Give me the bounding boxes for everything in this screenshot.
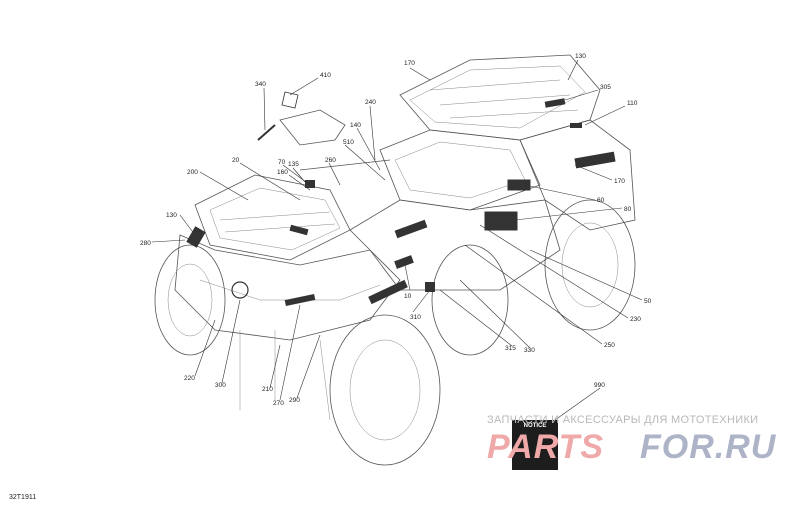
decal-410 xyxy=(281,91,299,109)
callout-200-top: 200 xyxy=(187,169,198,176)
callout-160: 160 xyxy=(277,169,288,176)
callout-240: 240 xyxy=(365,99,376,106)
callout-300: 300 xyxy=(215,382,226,389)
callout-305: 305 xyxy=(600,84,611,91)
callout-290: 290 xyxy=(289,397,300,404)
callout-310: 310 xyxy=(410,314,421,321)
decal-160 xyxy=(305,180,315,188)
decal-340 xyxy=(257,124,276,141)
decal-brand xyxy=(368,279,408,305)
callouts: 130 170 305 110 340 410 240 140 510 20 7… xyxy=(140,53,652,407)
callout-80: 80 xyxy=(624,206,632,213)
callout-280: 280 xyxy=(140,240,151,247)
notice-decal-label: NOTICE xyxy=(523,423,547,429)
decal-130 xyxy=(186,226,206,248)
callout-130-left: 130 xyxy=(166,212,177,219)
callout-210: 210 xyxy=(262,386,273,393)
decal-170 xyxy=(574,151,616,169)
decal-80 xyxy=(484,211,518,231)
decal-side-graphic xyxy=(394,219,428,239)
decal-110 xyxy=(570,123,582,128)
leader-lines xyxy=(151,59,643,421)
watermark-logo-left: PARTS xyxy=(487,428,605,466)
callout-230: 230 xyxy=(630,316,641,323)
figure-code: 32T1911 xyxy=(9,494,37,501)
notice-decal-990: NOTICE xyxy=(512,420,558,470)
callout-170-right: 170 xyxy=(614,178,625,185)
decal-10 xyxy=(394,255,414,269)
callout-130-top: 130 xyxy=(575,53,586,60)
decal-20 xyxy=(289,224,309,236)
watermark-logo-right: FOR.RU xyxy=(640,428,777,466)
callout-990: 990 xyxy=(594,382,605,389)
callout-260: 260 xyxy=(325,157,336,164)
callout-50: 50 xyxy=(644,298,652,305)
callout-170-top: 170 xyxy=(404,60,415,67)
callout-330: 330 xyxy=(524,347,535,354)
callout-135: 135 xyxy=(288,161,299,168)
watermark-tagline: ЗАПЧАСТИ И АКСЕССУАРЫ ДЛЯ МОТОТЕХНИКИ xyxy=(487,414,759,426)
decal-310 xyxy=(425,282,435,292)
callout-250: 250 xyxy=(604,342,615,349)
atv-outline xyxy=(154,54,636,466)
callout-340: 340 xyxy=(255,81,266,88)
decal-290 xyxy=(284,293,316,307)
decal-305 xyxy=(544,98,566,108)
decals xyxy=(186,91,616,307)
callout-220: 220 xyxy=(184,375,195,382)
callout-10: 10 xyxy=(404,293,412,300)
callout-60: 60 xyxy=(597,197,605,204)
decal-60 xyxy=(507,179,531,191)
callout-510: 510 xyxy=(343,139,354,146)
callout-20: 20 xyxy=(232,157,240,164)
callout-315: 315 xyxy=(505,345,516,352)
callout-410: 410 xyxy=(320,72,331,79)
callout-270: 270 xyxy=(273,400,284,407)
callout-110: 110 xyxy=(627,100,638,107)
decal-logo xyxy=(231,281,249,299)
callout-140: 140 xyxy=(350,122,361,129)
callout-70: 70 xyxy=(278,159,286,166)
